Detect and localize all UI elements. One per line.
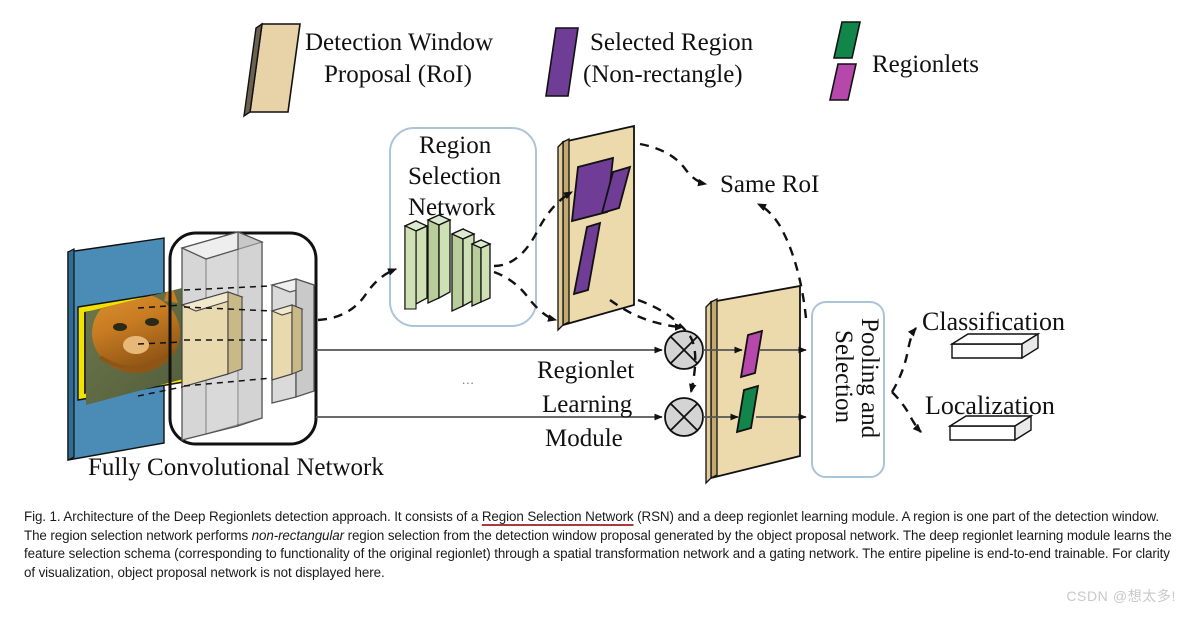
rsn-label-line2: Selection [408,163,502,190]
localization-slab [947,414,1034,442]
caption-italic-term: non-rectangular [251,527,344,543]
caption-part-1: Fig. 1. Architecture of the Deep Regionl… [24,509,482,524]
roi-correspondence-lines [137,285,273,397]
conv-volume-small [269,278,317,404]
localization-label: Localization [925,391,1055,420]
pooling-label-line1: Pooling and [856,318,883,439]
gate-node-top [664,330,704,370]
caption-underlined-term: Region Selection Network [481,509,634,524]
region-selection-network: Region Selection Network [389,127,537,327]
gate-control-bottom [637,298,697,394]
detection-window-plane [557,124,635,332]
legend-label-selected-region-line2: (Non-rectangle) [583,61,743,88]
rlm-label-line2: Learning [542,391,633,418]
legend-label-detection-window-line1: Detection Window [305,29,493,56]
legend: Detection Window Proposal (RoI) Selected… [243,21,979,118]
caption-part-3: region selection from the detection wind… [24,527,1172,580]
fcn-container [168,231,318,446]
legend-label-detection-window-line2: Proposal (RoI) [324,61,472,88]
regionlet-feature-plane [703,284,807,485]
classification-label: Classification [922,307,1065,336]
figure-canvas: Detection Window Proposal (RoI) Selected… [67,21,1065,485]
csdn-watermark: CSDN @想太多! [1066,588,1176,604]
gate-control-top [609,299,685,331]
input-image-plane [67,237,198,461]
regionlet-magenta [739,329,764,379]
conv-volume-large [180,231,264,441]
legend-swatch-regionlets [829,21,861,101]
arrow-pooling-to-same-roi [756,202,808,319]
rsn-layer-slabs [403,213,492,313]
legend-swatch-detection-window [243,22,301,118]
rsn-label-line1: Region [419,132,492,159]
outputs: Classification Localization [890,307,1065,442]
arrow-window-to-same-roi [639,142,708,187]
classification-slab [949,332,1041,360]
pooling-label-line2: Selection [830,330,857,424]
arrow-to-classification [890,327,917,393]
legend-label-selected-region-line1: Selected Region [590,29,754,56]
gate-node-bottom [664,397,704,437]
rsn-container [389,127,537,327]
pooling-and-selection: Pooling and Selection [811,301,885,478]
same-roi-label: Same RoI [720,171,819,198]
rlm-label-line1: Regionlet [537,357,634,384]
arrow-fcn-to-rsn [317,267,398,322]
fully-convolutional-network: Fully Convolutional Network [67,231,384,481]
selected-region-3 [572,221,602,296]
figure-caption: Fig. 1. Architecture of the Deep Regionl… [24,508,1172,582]
rlm-label-line3: Module [545,425,623,452]
rsn-label-line3: Network [408,194,496,221]
legend-swatch-selected-region [545,27,579,97]
regionlet-learning-module: ... Regionlet Learning Module [316,298,704,452]
regionlet-green [735,384,760,434]
fcn-label: Fully Convolutional Network [88,454,384,481]
caption-part-2: (RSN) and a deep regionlet learning modu… [24,509,1160,543]
pooling-container [811,301,885,478]
selected-region-2 [600,165,632,215]
arrows-rsn-to-window [493,190,574,322]
feature-ellipsis: ... [462,372,475,387]
legend-label-regionlets: Regionlets [872,51,979,78]
arrow-to-localization [891,391,922,433]
